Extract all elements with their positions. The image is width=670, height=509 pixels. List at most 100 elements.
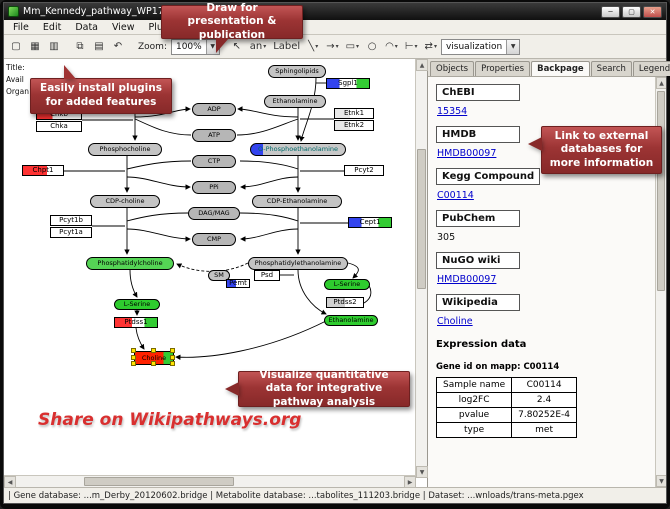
selection-handle[interactable]: [131, 361, 136, 366]
backpage-value-kegg-compound[interactable]: C00114: [437, 190, 474, 201]
node-l-serine[interactable]: L-Serine: [114, 299, 160, 310]
tab-properties[interactable]: Properties: [475, 61, 531, 76]
menu-file[interactable]: File: [13, 21, 29, 33]
scroll-up-icon[interactable]: ▲: [416, 59, 428, 71]
backpage-value-hmdb[interactable]: HMDB00097: [437, 148, 497, 159]
arrow-tool-icon[interactable]: →▾: [326, 41, 339, 52]
window-title: Mm_Kennedy_pathway_WP1771_45176.gpml: [23, 6, 238, 17]
node-chkb[interactable]: Chkb: [36, 109, 82, 120]
close-button[interactable]: ✕: [643, 5, 662, 18]
node-o-phosphoethanolamine[interactable]: O-Phosphoethanolamine: [250, 143, 346, 156]
node-ctp[interactable]: CTP: [192, 155, 236, 168]
node-phosphocholine[interactable]: Phosphocholine: [88, 143, 162, 156]
node-dag-mag[interactable]: DAG/MAG: [188, 207, 240, 220]
node-sm[interactable]: SM: [208, 270, 230, 281]
node-chka[interactable]: Chka: [36, 121, 82, 132]
scroll-up-icon[interactable]: ▲: [656, 77, 666, 89]
line-tool-icon[interactable]: ╲▾: [308, 41, 319, 52]
node-sgpl1[interactable]: Sgpl1: [326, 78, 370, 89]
rect-tool-icon[interactable]: ▭▾: [345, 41, 360, 52]
new-file-icon[interactable]: ▢: [11, 41, 21, 52]
backpage-header-hmdb: HMDB: [436, 126, 520, 143]
node-pemt[interactable]: Pemt: [226, 279, 250, 288]
menu-view[interactable]: View: [112, 21, 135, 33]
arc-tool-icon[interactable]: ◠▾: [385, 41, 398, 52]
node-chpt1[interactable]: Chpt1: [22, 165, 64, 176]
node-etnk2[interactable]: Etnk2: [334, 120, 374, 131]
node-cept1[interactable]: Cept1: [348, 217, 392, 228]
undo-icon[interactable]: ↶: [113, 41, 123, 52]
node-cdp-ethanolamine[interactable]: CDP-Ethanolamine: [252, 195, 342, 208]
node-atp[interactable]: ATP: [192, 129, 236, 142]
template-tool-icon[interactable]: ⇄▾: [424, 41, 437, 52]
scrollbar-thumb[interactable]: [657, 91, 665, 291]
node-phosphatidylethanolamine[interactable]: Phosphatidylethanolamine: [248, 257, 348, 270]
node-etnk1[interactable]: Etnk1: [334, 108, 374, 119]
selection-handle[interactable]: [170, 355, 175, 360]
scroll-right-icon[interactable]: ▶: [404, 476, 416, 488]
selection-handle[interactable]: [151, 361, 156, 366]
node-ethanolamine[interactable]: Ethanolamine: [264, 95, 326, 108]
node-psd[interactable]: Psd: [254, 270, 280, 281]
visualization-select[interactable]: visualization ▼: [440, 38, 521, 55]
selection-handle[interactable]: [170, 348, 175, 353]
save-icon[interactable]: ▥: [49, 41, 59, 52]
node-ptdss2[interactable]: Ptdss2: [326, 297, 364, 308]
selection-tool-icon[interactable]: ↖: [232, 41, 241, 52]
node-choline[interactable]: Choline: [112, 95, 158, 108]
scroll-down-icon[interactable]: ▼: [416, 466, 428, 478]
node-phosphatidylcholine[interactable]: Phosphatidylcholine: [86, 257, 174, 270]
maximize-button[interactable]: ▢: [622, 5, 641, 18]
selection-handle[interactable]: [170, 361, 175, 366]
copy-icon[interactable]: ⧉: [76, 41, 84, 52]
canvas-vertical-scrollbar[interactable]: ▲ ▼: [415, 59, 428, 478]
tab-search[interactable]: Search: [590, 61, 632, 76]
node-adp[interactable]: ADP: [192, 103, 236, 116]
menu-data[interactable]: Data: [75, 21, 98, 33]
node-ptdss1[interactable]: Ptdss1: [114, 317, 158, 328]
scroll-left-icon[interactable]: ◀: [4, 476, 16, 488]
chevron-down-icon[interactable]: ▼: [205, 39, 219, 54]
minimize-button[interactable]: ─: [601, 5, 620, 18]
backpage-value-nugo-wiki[interactable]: HMDB00097: [437, 274, 497, 285]
panel-scrollbar[interactable]: ▲ ▼: [655, 77, 666, 487]
chevron-down-icon[interactable]: ▼: [506, 39, 520, 54]
menu-plugins[interactable]: Plugins: [148, 21, 183, 33]
selection-handle[interactable]: [131, 348, 136, 353]
selection-handle[interactable]: [151, 348, 156, 353]
node-l-serine[interactable]: L-Serine: [324, 279, 370, 290]
tab-legend[interactable]: Legend: [632, 61, 670, 76]
node-pcyt2[interactable]: Pcyt2: [344, 165, 384, 176]
node-cdp-choline[interactable]: CDP-choline: [90, 195, 160, 208]
table-cell: pvalue: [435, 407, 513, 423]
tab-objects[interactable]: Objects: [430, 61, 475, 76]
node-ethanolamine[interactable]: Ethanolamine: [324, 315, 378, 326]
datanode-tool-icon[interactable]: an▾: [249, 41, 267, 52]
node-ppi[interactable]: PPi: [192, 181, 236, 194]
label-tool-icon[interactable]: Label: [273, 41, 301, 52]
backpage-value-wikipedia[interactable]: Choline: [437, 316, 473, 327]
backpage-value-chebi[interactable]: 15354: [437, 106, 468, 117]
node-pcyt1a[interactable]: Pcyt1a: [50, 227, 92, 238]
menu-edit[interactable]: Edit: [42, 21, 62, 33]
oval-tool-icon[interactable]: ○: [367, 41, 377, 52]
scroll-down-icon[interactable]: ▼: [656, 475, 666, 487]
canvas-horizontal-scrollbar[interactable]: ◀ ▶: [4, 475, 416, 488]
selection-handle[interactable]: [131, 355, 136, 360]
chevron-down-icon: ▾: [335, 43, 339, 50]
chevron-down-icon: ▾: [263, 43, 267, 50]
paste-icon[interactable]: ▤: [94, 41, 104, 52]
menu-help[interactable]: Help: [196, 21, 219, 33]
zoom-select[interactable]: 100% ▼: [170, 38, 220, 55]
node-sphingolipids[interactable]: Sphingolipids: [268, 65, 326, 78]
node-cmp[interactable]: CMP: [192, 233, 236, 246]
tab-backpage[interactable]: Backpage: [531, 61, 590, 76]
scrollbar-thumb[interactable]: [84, 477, 234, 486]
scrollbar-thumb[interactable]: [417, 149, 426, 289]
open-file-icon[interactable]: ▦: [30, 41, 40, 52]
node-pcyt1b[interactable]: Pcyt1b: [50, 215, 92, 226]
tbar-tool-icon[interactable]: ⊢▾: [404, 41, 418, 52]
